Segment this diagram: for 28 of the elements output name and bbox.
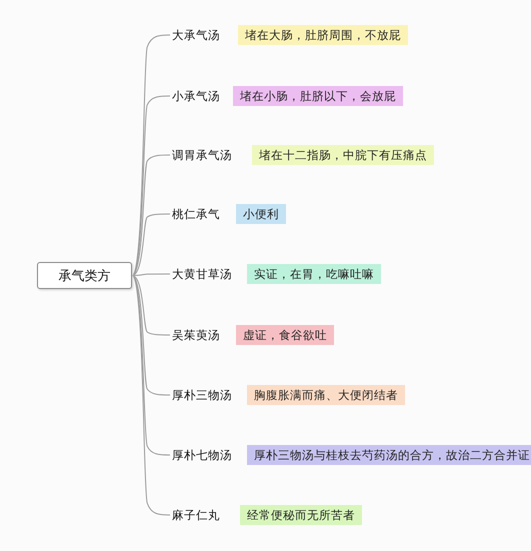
note-highlight: 经常便秘而无所苦者 <box>240 505 362 525</box>
note-highlight: 胸腹胀满而痛、大便闭结者 <box>247 385 405 405</box>
note-highlight: 堵在十二指肠，中脘下有压痛点 <box>252 145 434 165</box>
note-highlight: 堵在小肠，肚脐以下，会放屁 <box>233 86 403 106</box>
branch-line <box>132 274 170 276</box>
branch-line <box>132 275 170 456</box>
root-topic-box: 承气类方 <box>37 262 132 289</box>
note-highlight: 实证，在胃，吃嘛吐嘛 <box>247 264 381 284</box>
branch-label: 调胃承气汤 <box>172 145 232 165</box>
branch-label: 小承气汤 <box>172 86 220 106</box>
note-highlight: 虚证，食谷欲吐 <box>236 325 334 345</box>
note-highlight: 堵在大肠，肚脐周围，不放屁 <box>238 25 408 45</box>
branch-label: 大承气汤 <box>172 25 220 45</box>
branch-line <box>132 275 170 516</box>
branch-line <box>132 96 170 276</box>
branch-label: 桃仁承气 <box>172 204 220 224</box>
branch-line <box>132 275 170 396</box>
branch-label: 大黄甘草汤 <box>172 264 232 284</box>
branch-line <box>132 154 170 276</box>
branch-line <box>132 275 170 336</box>
note-highlight: 小便利 <box>236 204 286 224</box>
branch-label: 厚朴三物汤 <box>172 385 232 405</box>
branch-line <box>132 214 170 276</box>
branch-label: 麻子仁丸 <box>172 505 220 525</box>
branch-line <box>132 34 170 276</box>
branch-label: 吴茱萸汤 <box>172 325 220 345</box>
note-highlight: 厚朴三物汤与桂枝去芍药汤的合方，故治二方合并证 <box>247 445 531 465</box>
branch-label: 厚朴七物汤 <box>172 445 232 465</box>
